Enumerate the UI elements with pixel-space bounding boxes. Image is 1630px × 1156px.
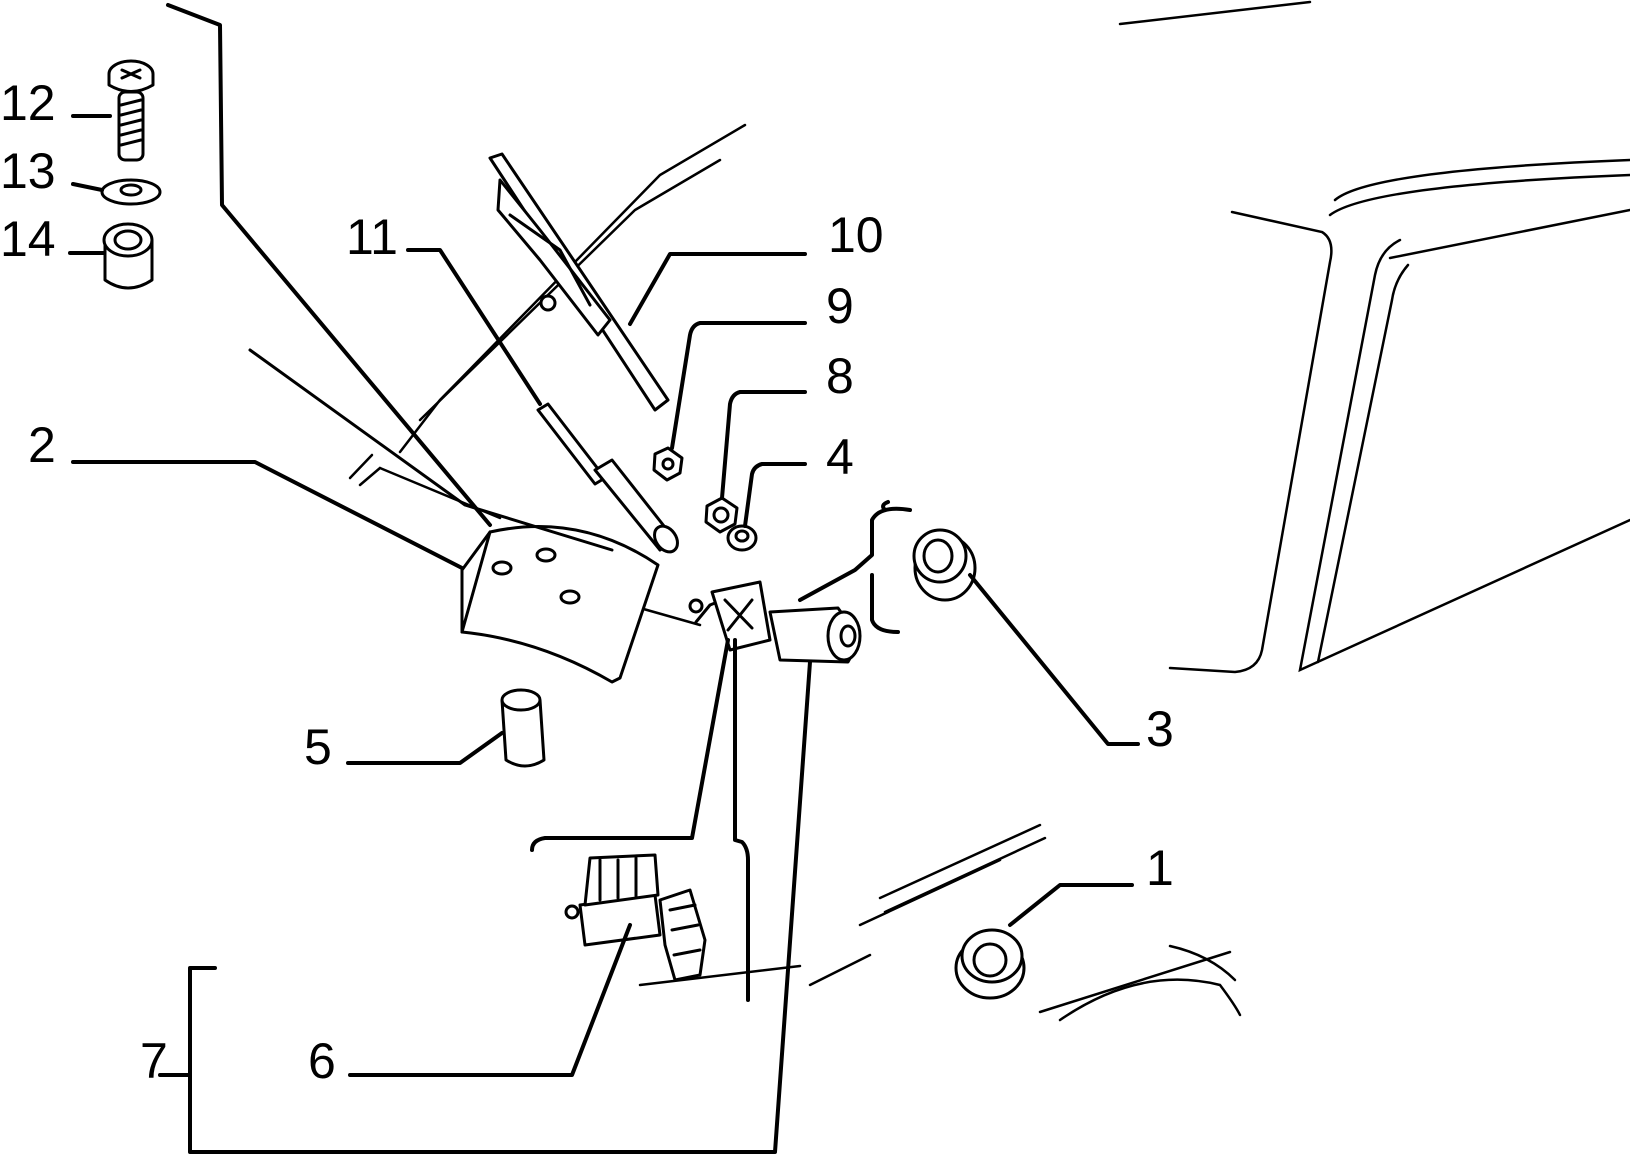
leader-6 — [348, 923, 632, 1077]
leader-4 — [743, 462, 807, 528]
callout-7: 7 — [140, 1033, 168, 1089]
spacer-part — [102, 222, 154, 290]
leader-5 — [346, 731, 504, 765]
callout-12: 12 — [0, 75, 56, 131]
callout-3: 3 — [1146, 701, 1174, 757]
grommet-part-2 — [954, 928, 1026, 1000]
wiper-blade-part — [488, 152, 670, 412]
callout-4: 4 — [826, 429, 854, 485]
bushing-part — [500, 688, 546, 768]
leader-3 — [968, 573, 1140, 746]
washer-part-2 — [726, 524, 758, 552]
connector-part — [564, 853, 707, 982]
leader-11 — [406, 248, 542, 406]
callout-8: 8 — [826, 348, 854, 404]
leader-9 — [670, 321, 807, 450]
wiper-arm-part — [536, 402, 679, 554]
grommet-part — [912, 528, 977, 602]
callout-2: 2 — [28, 417, 56, 473]
bracket-lines — [166, 3, 912, 1154]
leader-13 — [71, 182, 104, 192]
callout-13: 13 — [0, 143, 56, 199]
callout-5: 5 — [304, 719, 332, 775]
screw-part — [107, 59, 155, 162]
leader-8 — [720, 390, 807, 500]
callout-14: 14 — [0, 211, 56, 267]
car-body-outline — [348, 0, 1630, 1022]
leader-lines — [68, 114, 1140, 1077]
leader-10 — [628, 252, 807, 326]
callout-labels: 12 13 14 2 11 10 9 8 4 3 5 6 7 1 — [0, 75, 1174, 1089]
leader-2 — [71, 460, 464, 570]
washer-part — [100, 178, 162, 206]
nut-part-2 — [704, 496, 739, 534]
nut-part — [652, 446, 684, 482]
callout-6: 6 — [308, 1033, 336, 1089]
callout-1: 1 — [1146, 840, 1174, 896]
callout-9: 9 — [826, 278, 854, 334]
callout-10: 10 — [828, 207, 884, 263]
cover-part — [460, 525, 660, 684]
motor-part — [688, 580, 862, 664]
callout-11: 11 — [346, 209, 398, 265]
leader-1 — [1008, 883, 1134, 927]
